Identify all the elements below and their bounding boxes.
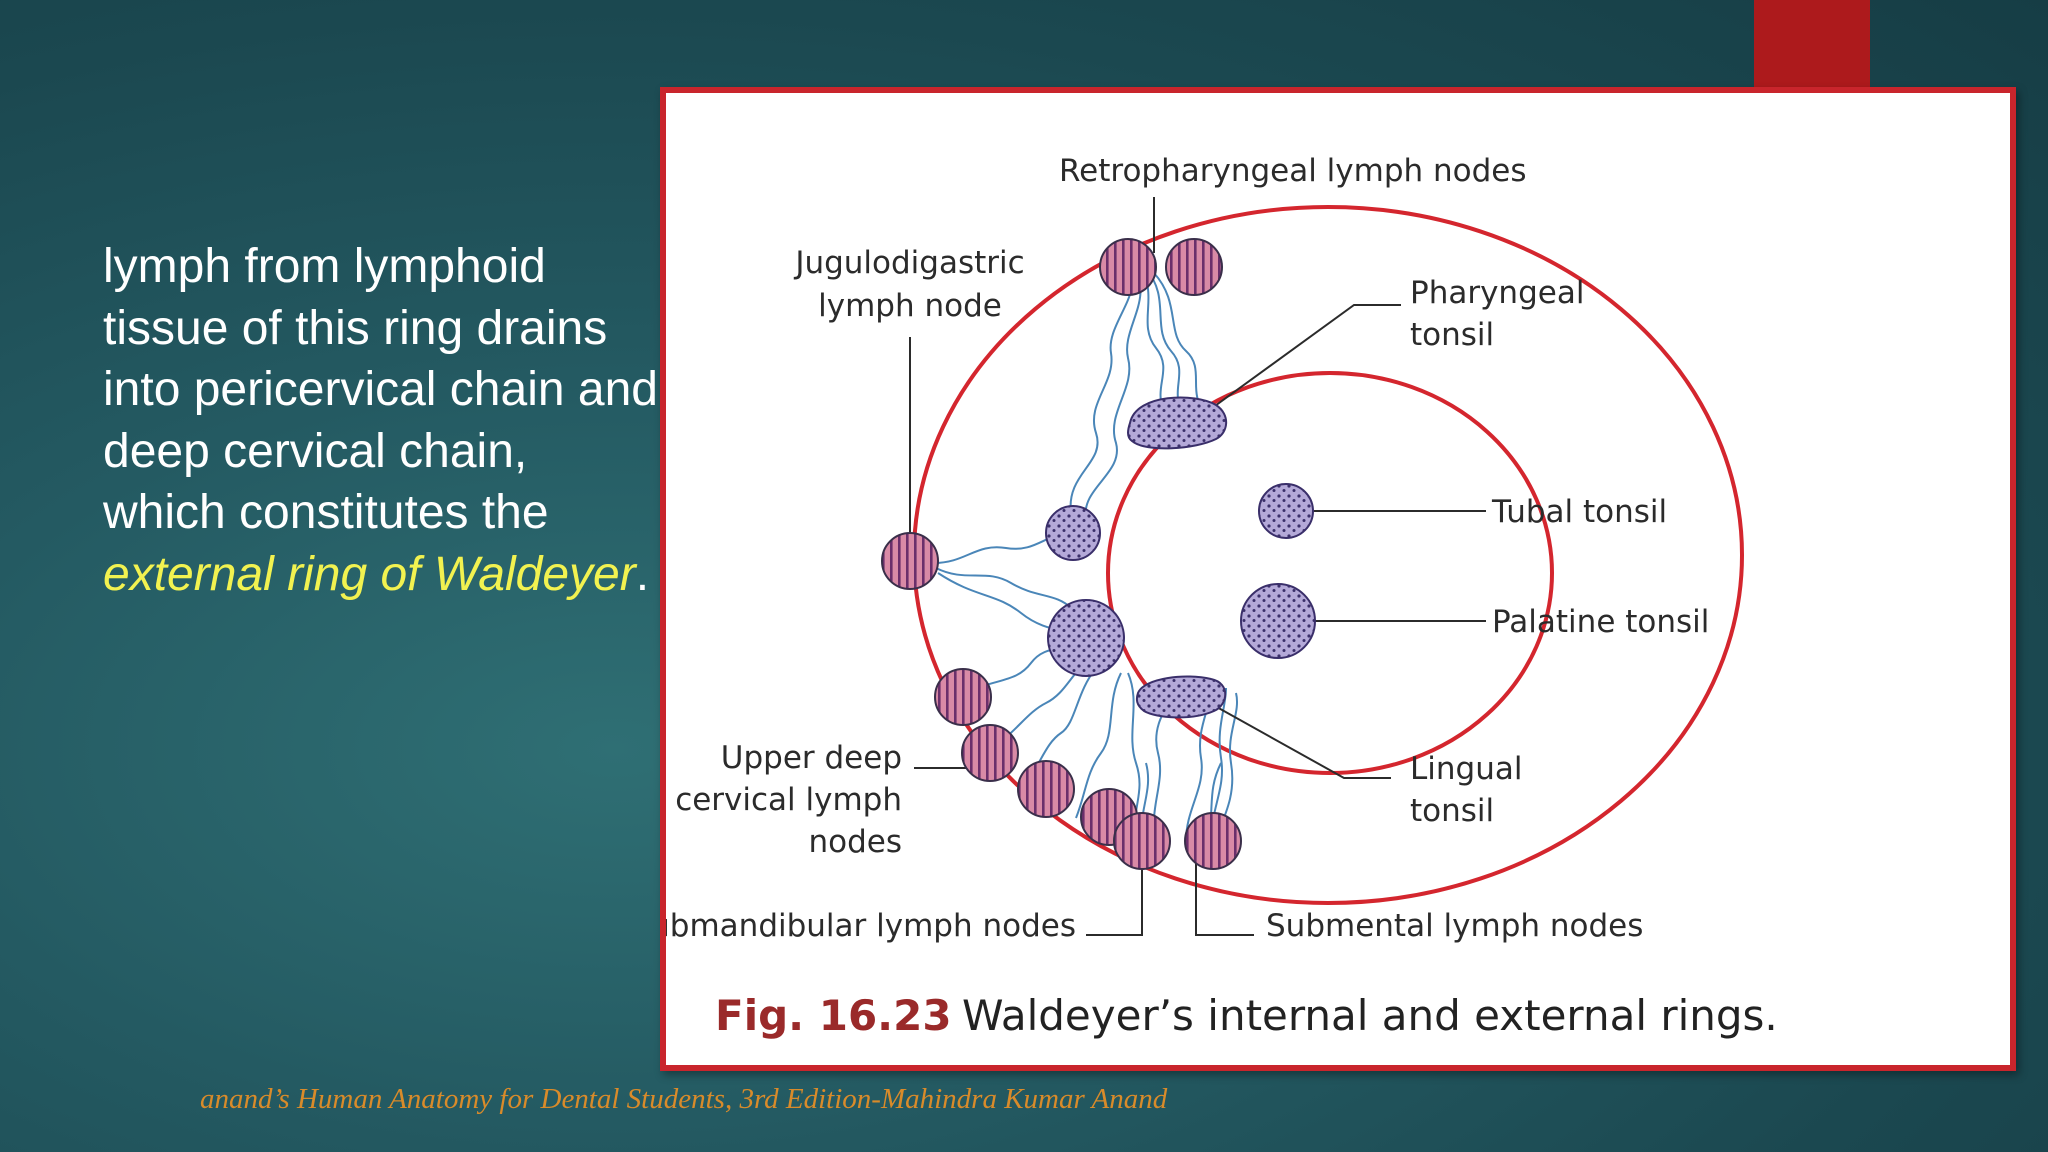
retropharyngeal-node-left [1099, 238, 1157, 296]
body-text-highlight: external ring of Waldeyer [103, 547, 636, 601]
body-text-plain: lymph from lymphoid tissue of this ring … [103, 240, 658, 539]
figure-caption-text: Waldeyer’s internal and external rings. [962, 991, 1778, 1040]
lingual-tonsil [1135, 675, 1227, 719]
label-upper-deep-3: nodes [808, 824, 902, 860]
label-pharyngeal-2: tonsil [1410, 317, 1494, 353]
slide-body-text: lymph from lymphoid tissue of this ring … [103, 236, 663, 605]
red-accent-tab [1754, 0, 1870, 88]
upper-deep-cervical-node-2 [961, 724, 1019, 782]
jugulodigastric-inner-node [1047, 599, 1125, 677]
waldeyer-ring-diagram: Retropharyngeal lymph nodes Jugulodigast… [666, 153, 1778, 1040]
label-pharyngeal-1: Pharyngeal [1410, 275, 1584, 311]
figure-frame: Retropharyngeal lymph nodes Jugulodigast… [660, 87, 2016, 1071]
submandibular-node [1113, 812, 1171, 870]
label-upper-deep-2: cervical lymph [675, 782, 902, 818]
label-upper-deep-1: Upper deep [721, 740, 902, 776]
tubal-tonsil [1258, 483, 1314, 539]
upper-deep-cervical-node-1 [934, 668, 992, 726]
label-lingual-1: Lingual [1410, 751, 1522, 787]
jugulodigastric-node [881, 532, 939, 590]
internal-node-small [1045, 505, 1101, 561]
label-submandibular: Submandibular lymph nodes [666, 908, 1076, 944]
label-jugulodigastric-2: lymph node [818, 288, 1002, 324]
body-text-period: . [635, 547, 650, 601]
source-citation: anand’s Human Anatomy for Dental Student… [200, 1083, 1168, 1115]
palatine-tonsil [1240, 583, 1316, 659]
label-lingual-2: tonsil [1410, 793, 1494, 829]
label-tubal: Tubal tonsil [1491, 494, 1667, 530]
retropharyngeal-node-right [1165, 238, 1223, 296]
label-submental: Submental lymph nodes [1266, 908, 1643, 944]
label-palatine: Palatine tonsil [1492, 604, 1709, 640]
internal-ring [1106, 371, 1554, 775]
label-jugulodigastric-1: Jugulodigastric [793, 245, 1024, 281]
pharyngeal-tonsil [1127, 396, 1228, 450]
upper-deep-cervical-node-3 [1017, 760, 1075, 818]
submental-node [1184, 812, 1242, 870]
figure-caption-number: Fig. 16.23 [715, 991, 952, 1040]
label-retropharyngeal: Retropharyngeal lymph nodes [1059, 153, 1527, 189]
leader-lines [909, 197, 1486, 936]
